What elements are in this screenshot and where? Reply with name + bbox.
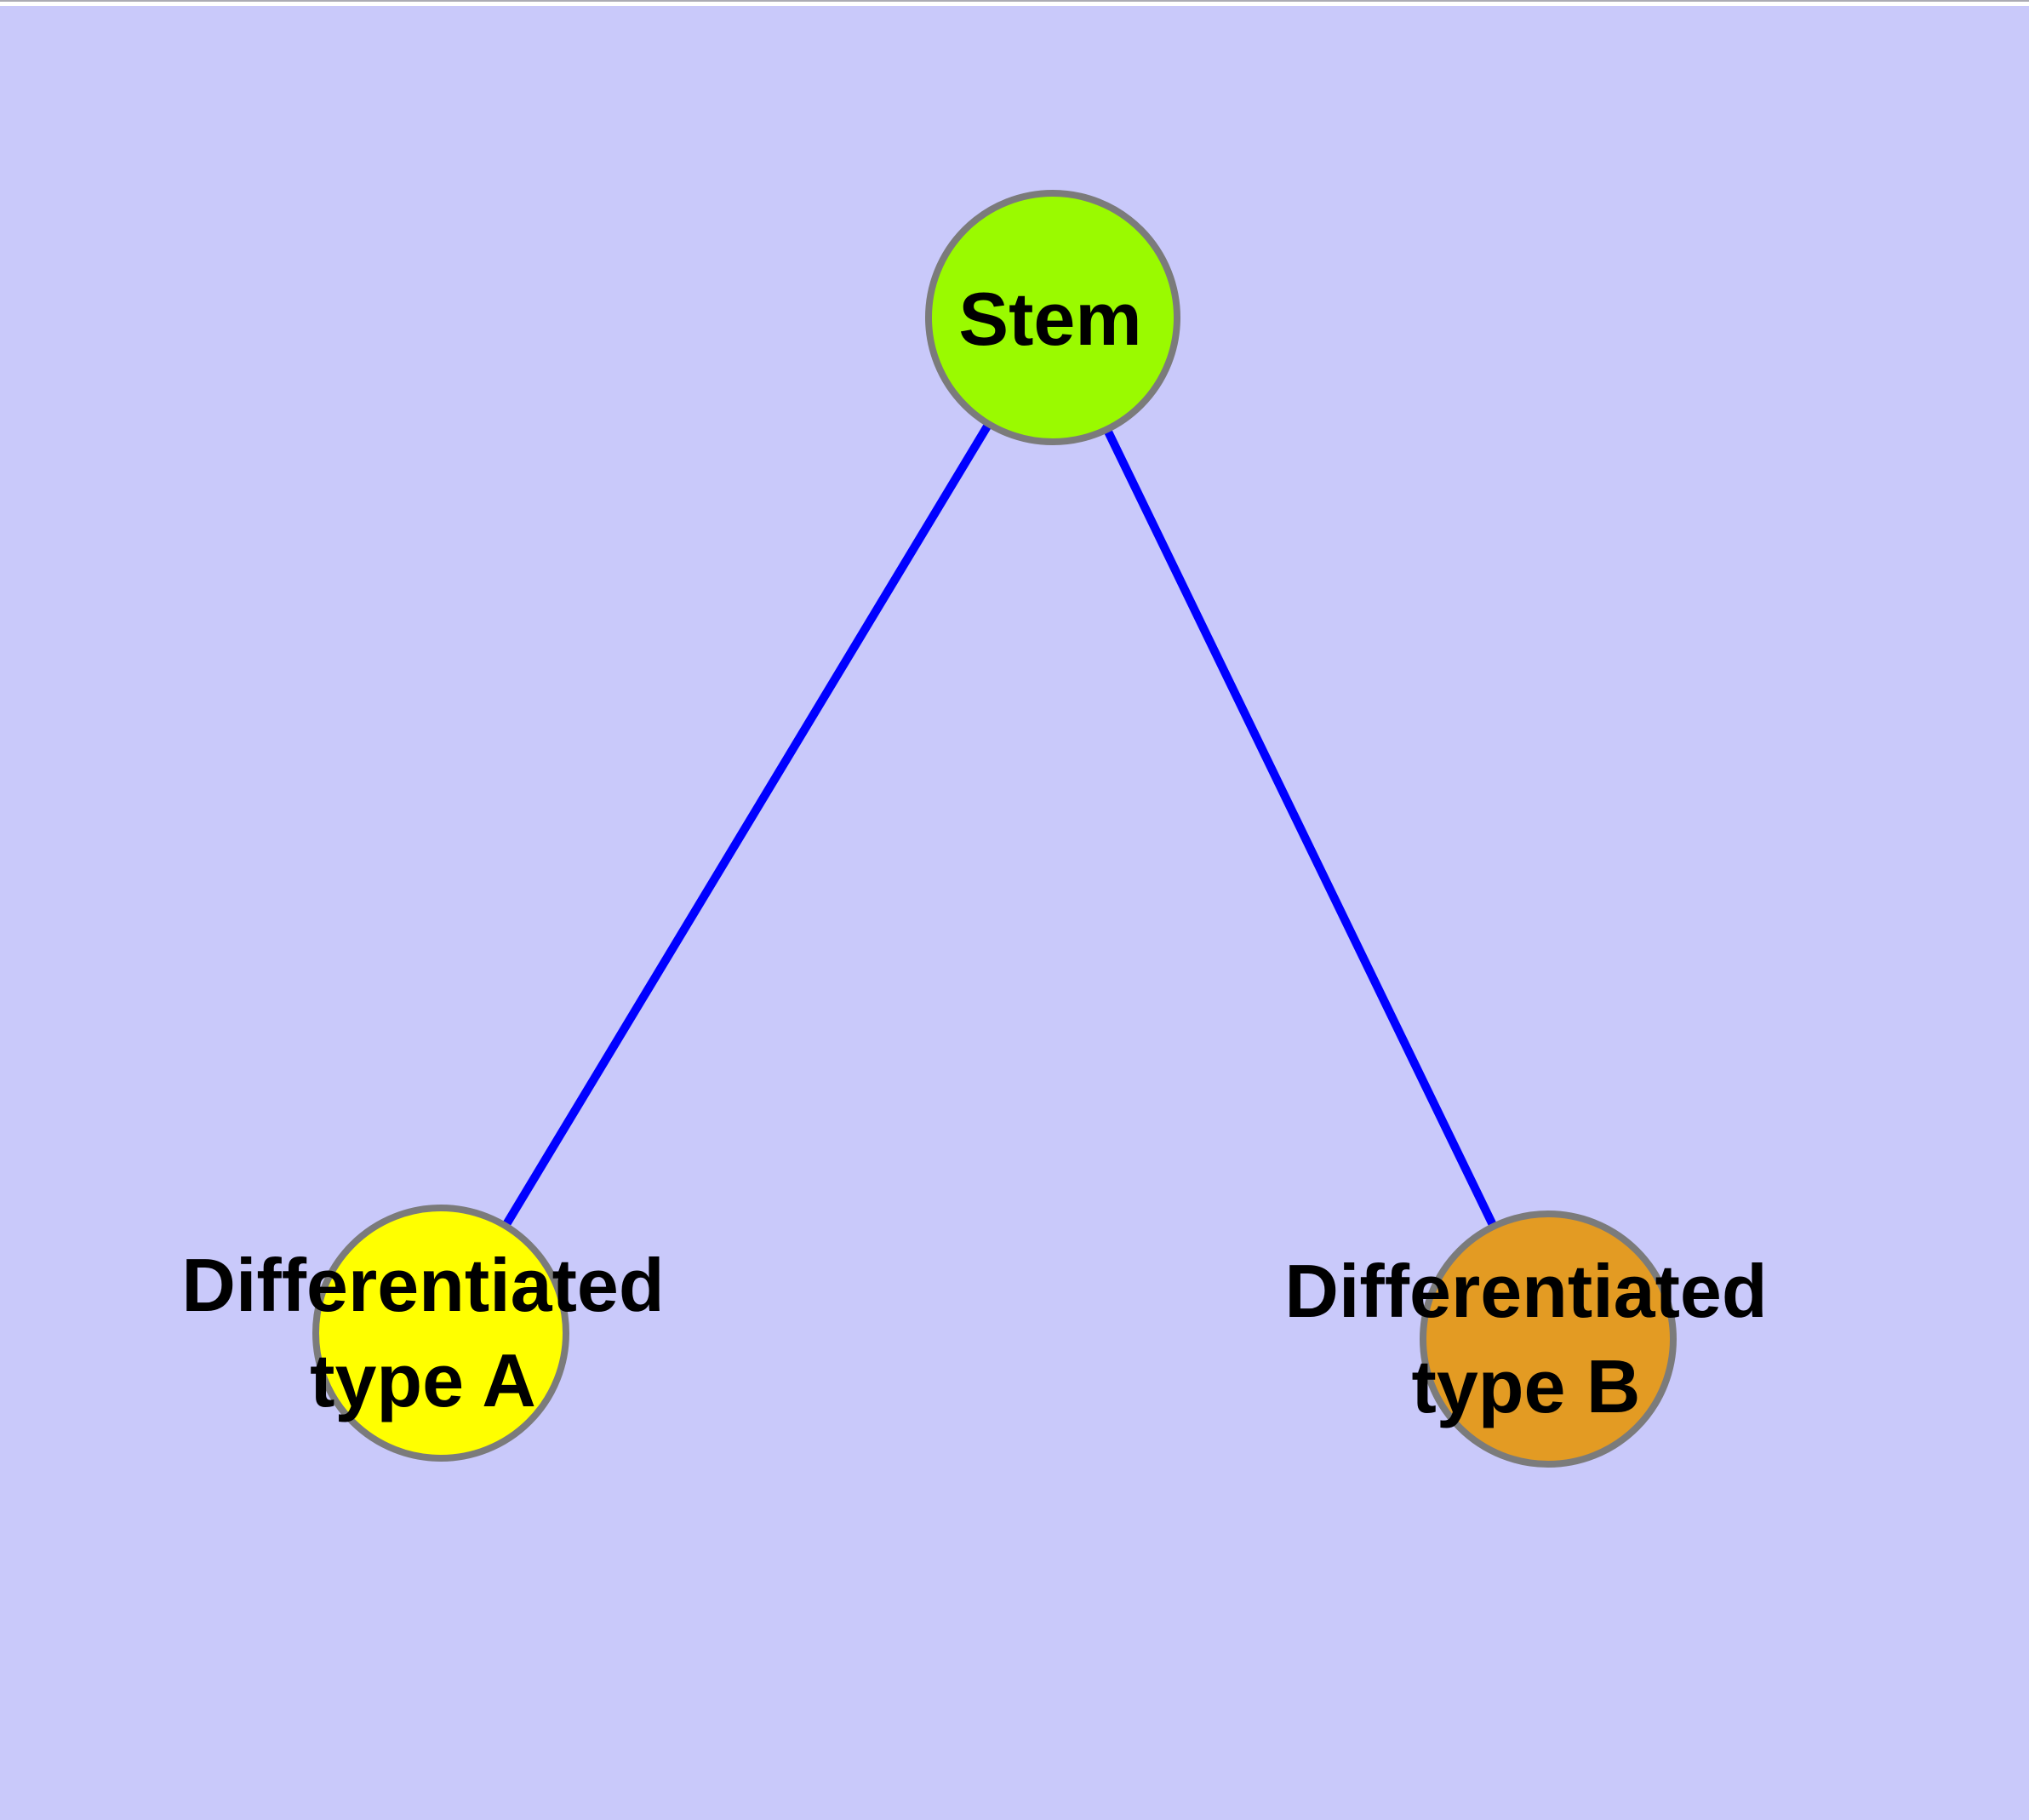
node-stem[interactable] [925, 190, 1180, 445]
top-strip [0, 0, 2029, 6]
edge-stem-to-type-b[interactable] [1049, 315, 1552, 1342]
node-differentiated-type-a[interactable] [312, 1205, 569, 1462]
node-differentiated-type-b[interactable] [1420, 1210, 1677, 1468]
edge-stem-to-type-a[interactable] [437, 315, 1057, 1336]
